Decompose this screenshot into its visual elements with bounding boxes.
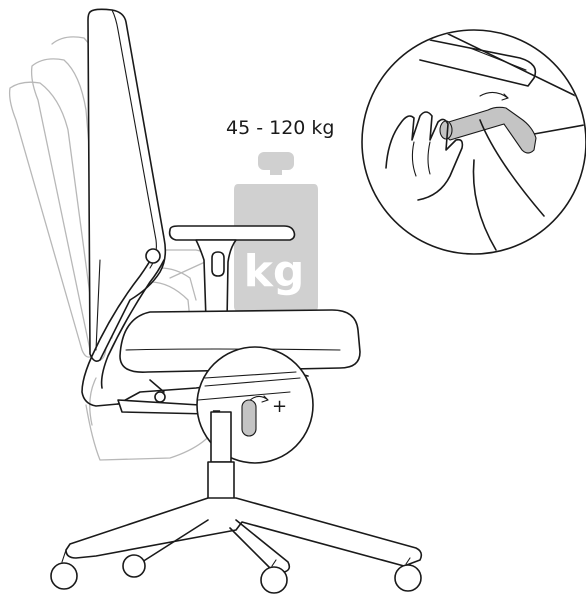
hand-detail-circle [361, 29, 586, 255]
gas-cylinder [207, 411, 235, 505]
backrest [81, 8, 167, 407]
chair-base [50, 497, 423, 594]
plus-sign: + [272, 396, 287, 417]
tension-lever-icon [241, 399, 257, 437]
caster-wheel [260, 566, 288, 594]
minus-sign: – [212, 400, 221, 421]
caster-wheel [122, 554, 146, 578]
caster-wheel [394, 564, 422, 592]
back-pivot-knob [145, 248, 161, 264]
weight-range-label: 45 - 120 kg [226, 117, 334, 139]
weight-unit-label: kg [244, 246, 305, 297]
armrest-height-button [211, 251, 225, 277]
weight-icon: kg [234, 152, 318, 312]
caster-wheel [50, 562, 78, 590]
